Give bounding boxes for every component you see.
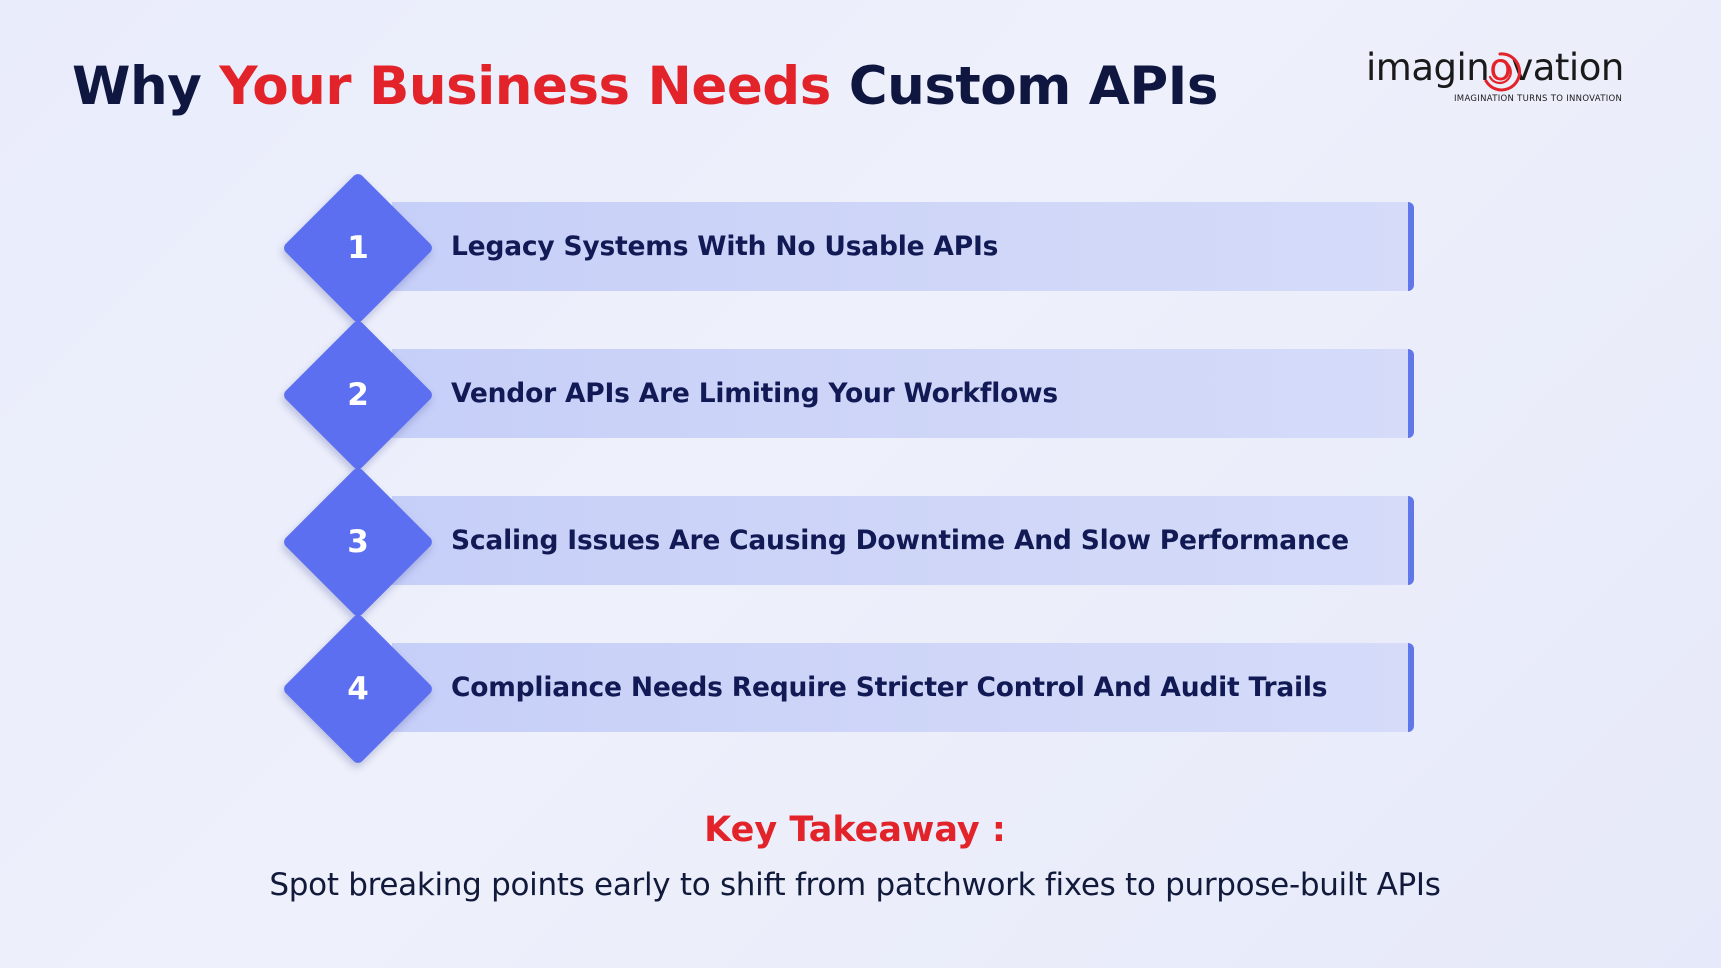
reason-bar [392, 349, 1414, 438]
logo-word-start: imagin [1366, 46, 1490, 89]
reason-bar [392, 643, 1414, 732]
reason-item-1: 1 Legacy Systems With No Usable APIs [281, 171, 1422, 325]
title-suffix: Custom APIs [848, 56, 1219, 117]
reason-label: Compliance Needs Require Stricter Contro… [451, 672, 1328, 703]
reason-item-3: 3 Scaling Issues Are Causing Downtime An… [281, 465, 1422, 619]
title-prefix: Why [72, 56, 202, 117]
key-takeaway-heading: Key Takeaway : [704, 810, 1006, 850]
reason-number: 2 [347, 377, 369, 413]
key-takeaway-text: Spot breaking points early to shift from… [269, 867, 1441, 903]
reason-number: 4 [347, 671, 369, 707]
logo-word-end: vation [1511, 46, 1624, 89]
reason-number: 1 [347, 230, 369, 266]
logo-wordmark: imaginovation [1366, 46, 1624, 89]
reason-bar [392, 202, 1414, 291]
page-title: Why Your Business Needs Custom APIs [72, 56, 1218, 117]
title-highlight: Your Business Needs [219, 56, 831, 117]
reasons-list: 1 Legacy Systems With No Usable APIs 2 V… [281, 171, 1422, 774]
logo-tagline: IMAGINATION TURNS TO INNOVATION [1454, 94, 1623, 104]
swirl-icon [1484, 52, 1521, 92]
reason-label: Scaling Issues Are Causing Downtime And … [451, 525, 1349, 556]
reason-item-2: 2 Vendor APIs Are Limiting Your Workflow… [281, 318, 1422, 472]
imaginovation-logo: imaginovation IMAGINATION TURNS TO INNOV… [1366, 46, 1628, 108]
reason-label: Legacy Systems With No Usable APIs [451, 231, 999, 262]
reason-bar [392, 496, 1414, 585]
reason-item-4: 4 Compliance Needs Require Stricter Cont… [281, 612, 1422, 766]
reason-label: Vendor APIs Are Limiting Your Workflows [451, 378, 1058, 409]
reason-number: 3 [347, 524, 369, 560]
logo-word-o: o [1489, 46, 1512, 89]
